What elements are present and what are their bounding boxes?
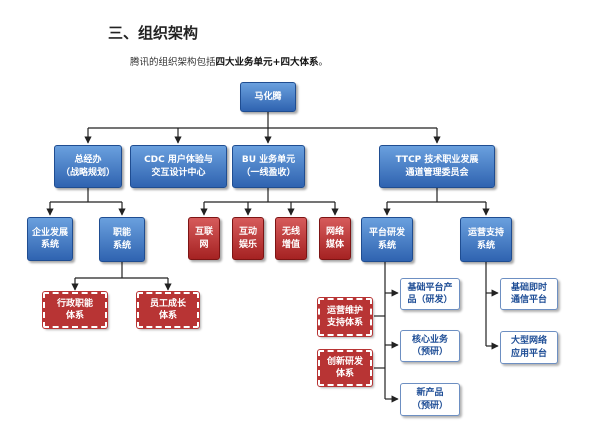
node-root: 马化腾 [240, 82, 296, 112]
intro-bold: 四大业务单元+四大体系 [215, 57, 319, 68]
node-hudong: 互动娱乐 [232, 217, 264, 260]
node-pingtai: 平台研发系统 [361, 217, 413, 262]
node-yunying: 运营支持系统 [460, 217, 512, 262]
node-qiye: 企业发展系统 [27, 217, 73, 261]
node-bu: BU 业务单元（一线盈收） [232, 145, 305, 188]
node-zongjingban: 总经办（战略规划） [54, 145, 122, 188]
node-cdc: CDC 用户体验与交互设计中心 [130, 145, 227, 188]
section-heading: 三、组织架构 [108, 24, 199, 42]
node-wuxian: 无线增值 [275, 217, 307, 260]
node-chuangxin: 创新研发体系 [317, 349, 373, 387]
node-xingzheng: 行政职能体系 [42, 291, 108, 329]
intro-suffix: 。 [318, 57, 328, 68]
node-zhineng: 职能系统 [99, 217, 145, 262]
intro-prefix: 腾讯的组织架构包括 [130, 57, 216, 68]
node-hexin: 核心业务（预研） [400, 330, 460, 362]
node-wangluo: 网络媒体 [319, 217, 351, 260]
intro-text: 腾讯的组织架构包括四大业务单元+四大体系。 [130, 54, 328, 68]
node-yuangong: 员工成长体系 [136, 291, 200, 329]
node-jichujishi: 基础即时通信平台 [500, 278, 558, 310]
node-hulian: 互联网 [188, 217, 220, 260]
node-xinchanpin: 新产品（预研） [400, 383, 460, 416]
node-yunyingweihu: 运营维护支持体系 [317, 297, 373, 337]
node-jichupingtai: 基础平台产品（研发） [400, 278, 460, 310]
node-daxing: 大型网络应用平台 [500, 331, 558, 364]
node-ttcp: TTCP 技术职业发展通道管理委员会 [379, 145, 495, 188]
